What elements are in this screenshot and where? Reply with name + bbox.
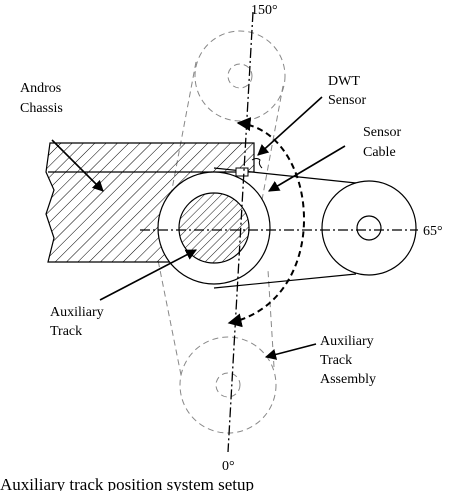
chassis-label-line1: Andros (20, 81, 61, 96)
aux-track-label-line1: Auxiliary (50, 305, 104, 320)
assembly-label-line3: Assembly (320, 372, 376, 387)
cable-label-line1: Sensor (363, 125, 401, 140)
angle-label-150: 150° (251, 3, 278, 18)
dwt-label-line1: DWT (328, 74, 360, 89)
dwt-label-line2: Sensor (328, 93, 366, 108)
chassis-leader (51, 139, 104, 192)
leader-arrows (51, 96, 346, 360)
angle-label-65: 65° (423, 224, 443, 239)
track-assembly-outline-0 (157, 259, 277, 434)
cable-label-line2: Cable (363, 145, 396, 160)
figure-caption: Auxiliary track position system setup (0, 475, 254, 491)
assembly-leader (264, 343, 317, 360)
drive-wheel (157, 171, 271, 285)
travel-arc-arrow (227, 117, 305, 328)
dwt-leader (257, 96, 323, 156)
aux-track-label-line2: Track (50, 324, 82, 339)
assembly-label-line1: Auxiliary (320, 334, 374, 349)
assembly-label-line2: Track (320, 353, 352, 368)
cable-leader (268, 145, 346, 192)
idler-pulley (321, 180, 417, 276)
aux-track-leader (99, 249, 197, 301)
angle-label-0: 0° (222, 459, 235, 474)
chassis-label-line2: Chassis (20, 101, 63, 116)
